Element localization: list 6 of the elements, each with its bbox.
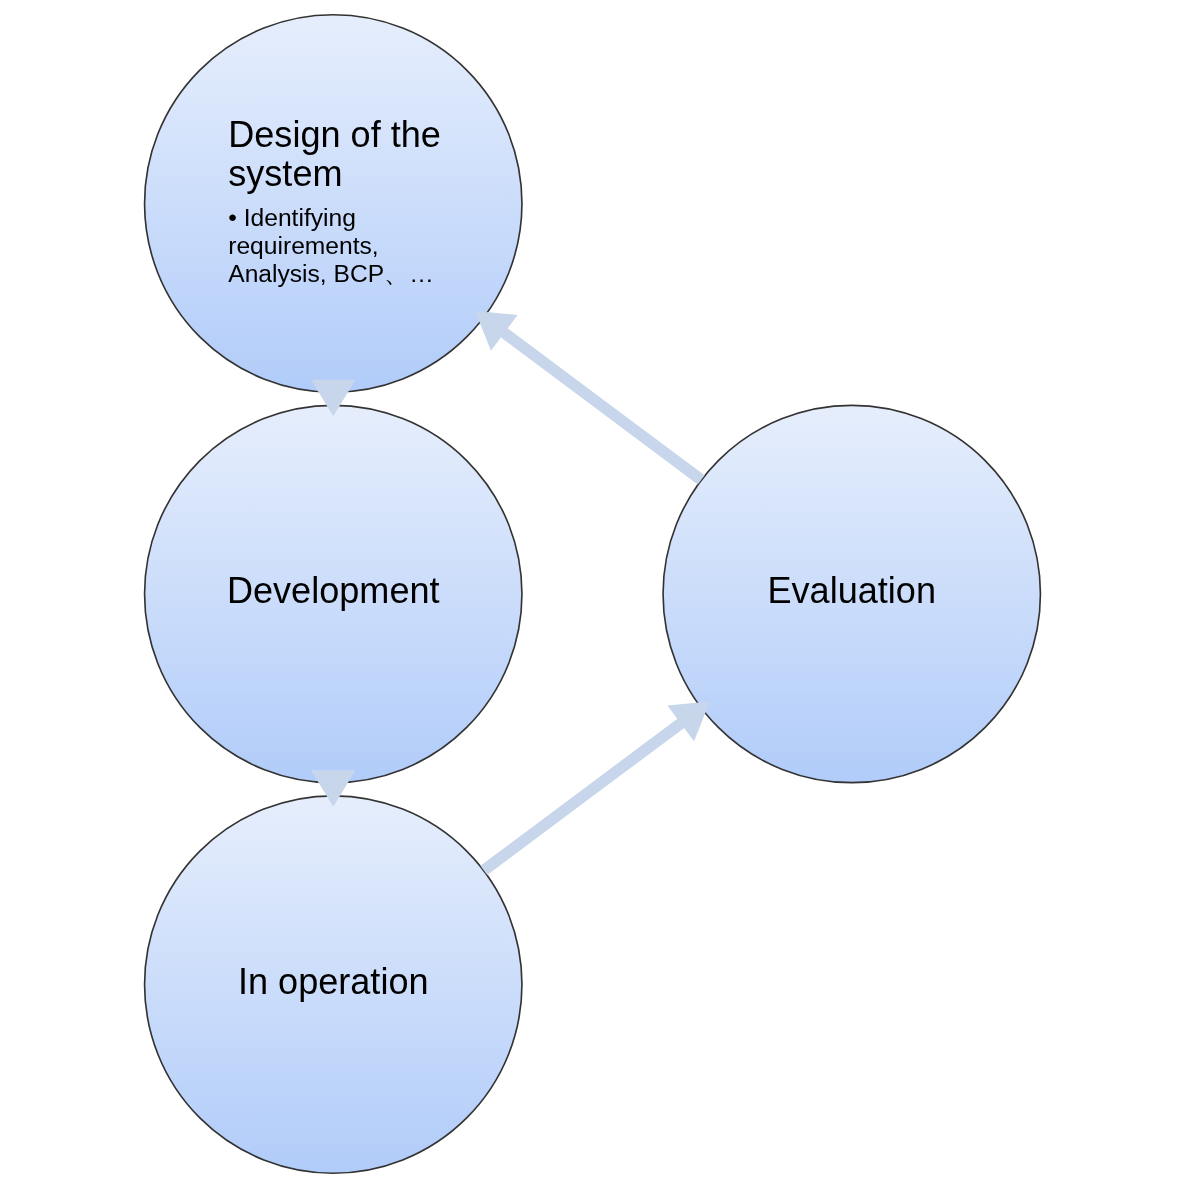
- arrow: [310, 770, 356, 807]
- arrow: [310, 379, 356, 417]
- node-circle: Evaluation: [661, 404, 1041, 784]
- arrow: [474, 311, 705, 485]
- node-circle: In operation: [143, 795, 523, 1174]
- arrow: [479, 701, 710, 875]
